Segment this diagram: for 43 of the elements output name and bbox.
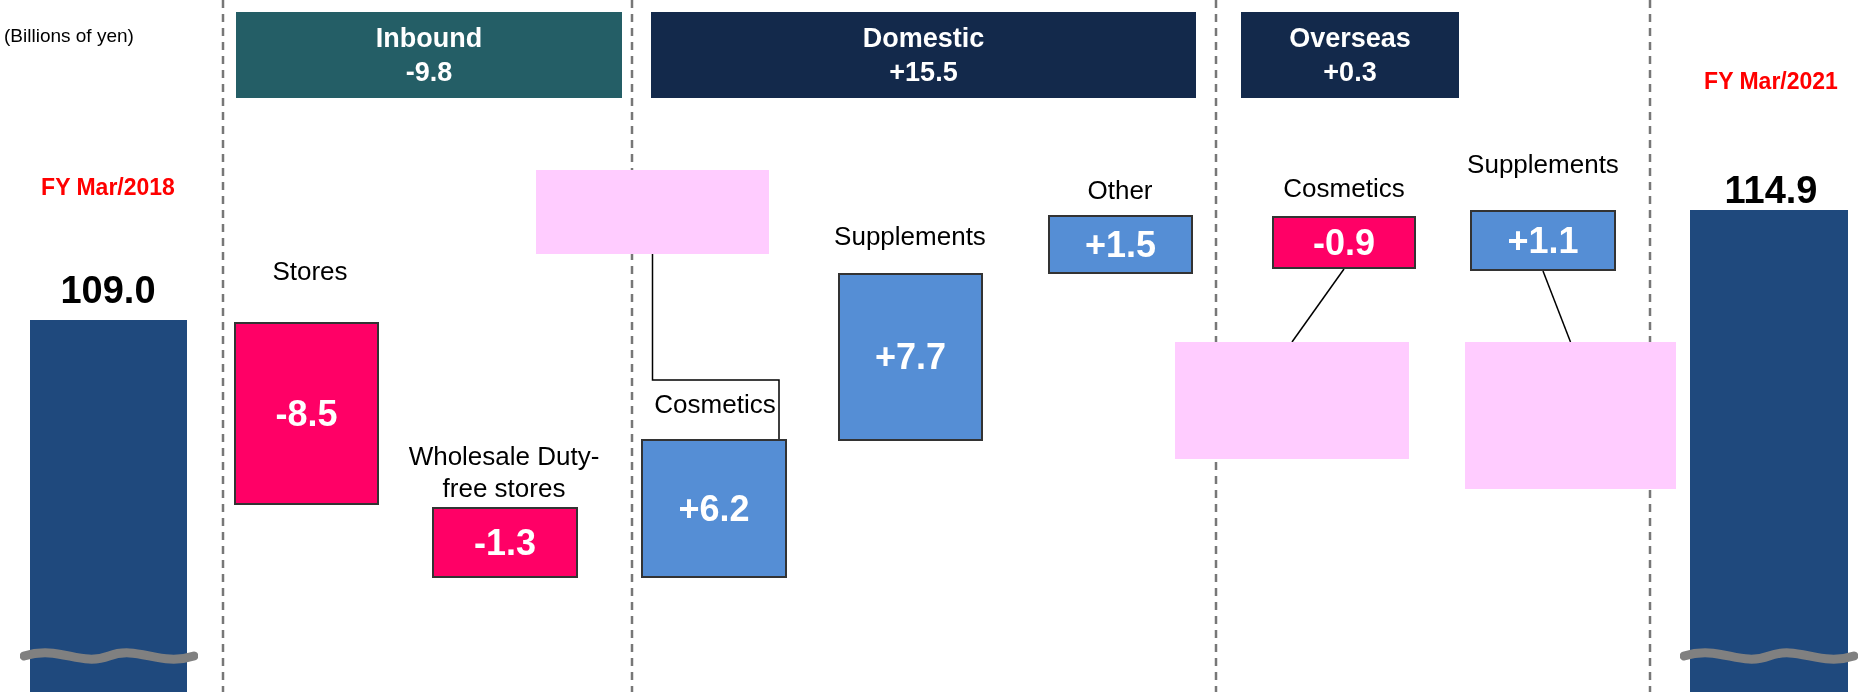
change-value: -0.9: [1312, 222, 1375, 263]
segment-change: +0.3: [1323, 56, 1377, 89]
segment-change: +15.5: [889, 56, 958, 89]
segment-header: [236, 12, 622, 98]
callout-box: [1465, 342, 1676, 489]
segment-change: -9.8: [405, 56, 453, 89]
category-label: Wholesale Duty-free stores: [407, 440, 601, 504]
total-bar: [30, 320, 187, 692]
leader-line: [1542, 270, 1572, 343]
change-value: +1.1: [1507, 220, 1579, 261]
category-label: Supplements: [833, 220, 987, 252]
change-value: +7.7: [874, 337, 947, 377]
leader-line: [651, 253, 780, 440]
total-bar: [1690, 210, 1848, 692]
change-value: +6.2: [678, 488, 750, 529]
change-value: -8.5: [275, 393, 338, 434]
change-value: +1.5: [1084, 224, 1157, 265]
segment-name: Inbound: [375, 22, 483, 55]
segment-header: [1241, 12, 1459, 98]
increase-bar: [641, 439, 787, 578]
segment-header: [651, 12, 1196, 98]
segment-name: Domestic: [862, 22, 985, 55]
period-label: FY Mar/2021: [1703, 67, 1839, 96]
category-label: Cosmetics: [653, 388, 777, 420]
category-label: Stores: [271, 255, 349, 287]
decrease-bar: [1272, 216, 1416, 269]
increase-bar: [1048, 215, 1193, 274]
category-label: Supplements: [1466, 148, 1620, 180]
increase-bar: [838, 273, 983, 441]
unit-note: (Billions of yen): [4, 24, 134, 48]
change-value: -1.3: [473, 522, 536, 563]
segment-name: Overseas: [1289, 22, 1411, 55]
callout-box: [1175, 342, 1409, 459]
category-label: Other: [1086, 174, 1154, 206]
decrease-bar: [432, 507, 578, 578]
period-label: FY Mar/2018: [40, 173, 176, 202]
total-value: 109.0: [59, 268, 157, 313]
decrease-bar: [234, 322, 379, 505]
increase-bar: [1470, 210, 1616, 271]
callout-box: [536, 170, 769, 254]
leader-line: [1291, 268, 1345, 343]
total-value: 114.9: [1723, 168, 1819, 213]
category-label: Cosmetics: [1282, 172, 1406, 204]
